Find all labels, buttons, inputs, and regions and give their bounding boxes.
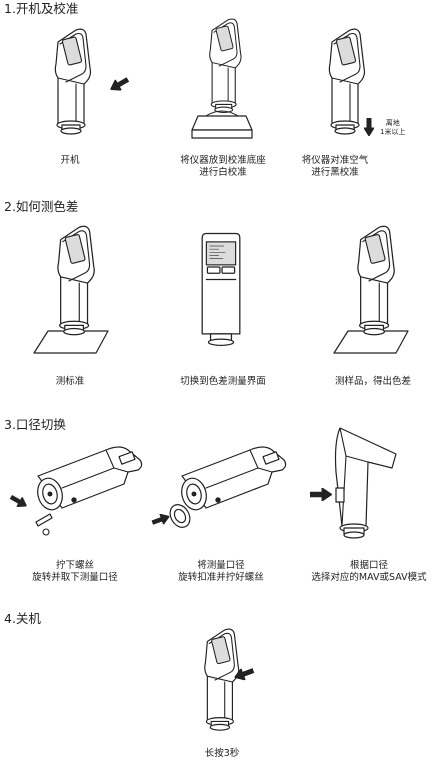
illustration-measure-sample <box>330 225 410 365</box>
arrow-icon <box>107 74 131 95</box>
illustration-white-calibration <box>190 18 254 144</box>
down-arrow-icon <box>364 118 374 136</box>
arrow-icon <box>310 488 332 501</box>
caption-power-off: 长按3秒 <box>204 748 240 759</box>
caption-measure-standard: 测标准 <box>55 376 85 387</box>
section-title-aperture-switch: 3.口径切换 <box>4 417 66 432</box>
calibration-base <box>191 115 253 131</box>
illustration-power-off <box>188 622 256 740</box>
caption-power-on: 开机 <box>60 155 80 166</box>
caption-attach-aperture: 将测量口径 旋转扣准并拧好螺丝 <box>178 560 264 583</box>
caption-remove-aperture: 拧下螺丝 旋转并取下测量口径 <box>32 560 118 583</box>
illustration-measure-standard <box>30 225 110 365</box>
caption-select-mode: 根据口径 选择对应的MAV或SAV模式 <box>311 560 427 583</box>
screw <box>35 513 53 527</box>
caption-measure-sample: 测样品，得出色差 <box>334 376 411 387</box>
sample-plate <box>333 330 409 354</box>
illustration-remove-aperture <box>6 436 148 540</box>
section-title-power-calibration: 1.开机及校准 <box>4 1 79 16</box>
illustration-power-on <box>38 22 131 140</box>
standard-sample-plate <box>33 330 109 354</box>
arrow-icon <box>150 511 172 528</box>
section-title-power-off: 4.关机 <box>4 611 41 626</box>
illustration-select-mode <box>306 422 402 546</box>
illustration-attach-aperture <box>150 436 292 540</box>
illustration-color-difference-screen <box>198 222 244 360</box>
note-height: 离地 1米以上 <box>380 119 406 136</box>
caption-black-calibration: 将仪器对准空气 进行黑校准 <box>301 155 369 178</box>
section-title-measure-color-difference: 2.如何测色差 <box>4 199 79 214</box>
caption-white-calibration: 将仪器放到校准底座 进行白校准 <box>180 155 266 178</box>
arrow-icon <box>8 492 30 511</box>
caption-switch-screen: 切换到色差测量界面 <box>180 376 266 387</box>
